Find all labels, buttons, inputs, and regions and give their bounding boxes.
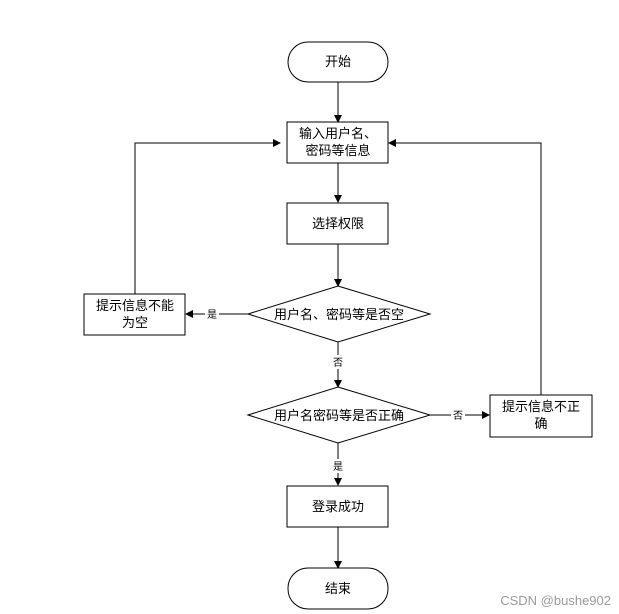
wrong-tip-label-line-2: 确 <box>534 417 547 432</box>
empty-tip-label-line-1: 提示信息不能 <box>96 298 174 314</box>
input-process-box <box>286 121 389 164</box>
empty-tip-box <box>83 293 186 336</box>
check-empty-decision <box>246 285 432 343</box>
check-empty-label: 用户名、密码等是否空 <box>274 307 404 323</box>
success-label: 登录成功 <box>312 500 364 515</box>
edge-label-empty-no: 否 <box>333 357 343 369</box>
edge-empty-tip-back-to-input <box>134 139 281 294</box>
success-box <box>286 485 389 528</box>
edge-label-correct-no: 否 <box>453 410 463 422</box>
edge-label-correct-yes: 是 <box>333 461 343 473</box>
input-label-line-1: 输入用户名、 <box>299 126 377 142</box>
edge-wrong-tip-back-to-input <box>388 139 542 395</box>
empty-tip-label-line-2: 为空 <box>122 316 148 331</box>
edge-label-empty-yes: 是 <box>207 309 217 321</box>
select-permission-box <box>286 202 389 245</box>
wrong-tip-box <box>489 394 593 438</box>
check-correct-label: 用户名密码等是否正确 <box>274 408 404 424</box>
input-label-line-2: 密码等信息 <box>305 143 370 159</box>
end-label: 结束 <box>325 582 351 597</box>
start-terminal <box>287 41 389 83</box>
csdn-watermark: CSDN @bushe902 <box>500 593 611 608</box>
end-terminal <box>287 567 389 610</box>
start-label: 开始 <box>325 55 351 70</box>
check-correct-decision <box>246 386 432 444</box>
select-permission-label: 选择权限 <box>312 216 364 232</box>
wrong-tip-label-line-1: 提示信息不正 <box>502 399 580 415</box>
